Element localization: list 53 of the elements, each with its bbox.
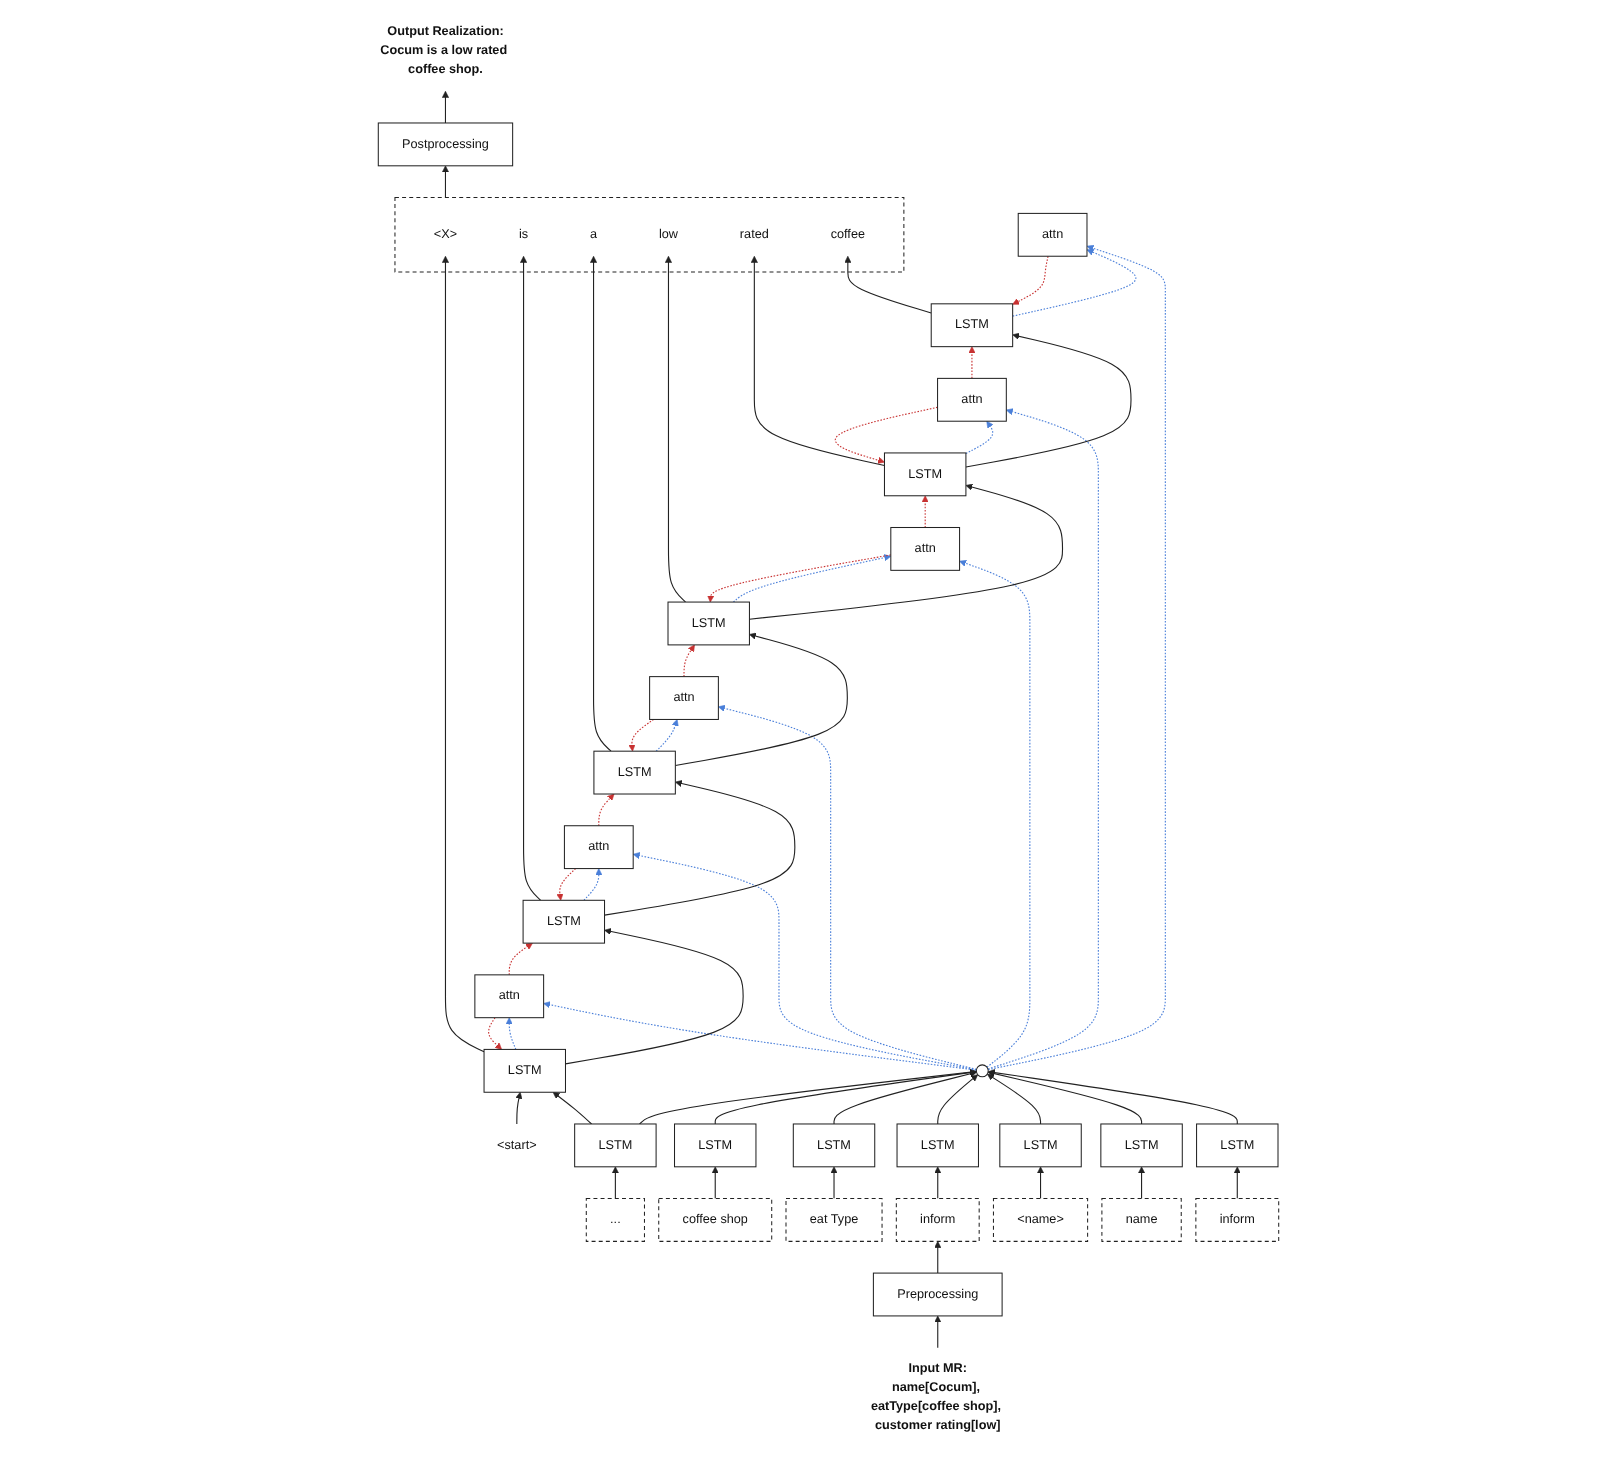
arrow [665, 255, 687, 603]
arrow [965, 420, 994, 454]
arrow [639, 1068, 978, 1125]
arrow [556, 868, 577, 901]
arrow [675, 632, 849, 767]
arrow [515, 1091, 523, 1125]
arrow [590, 255, 613, 752]
arrow [988, 1069, 1239, 1125]
arrow [656, 719, 680, 752]
arrow [683, 644, 696, 678]
arrow [712, 1166, 720, 1200]
arrow [987, 1073, 1042, 1125]
arrow [583, 868, 603, 901]
arrow [987, 408, 1100, 1070]
arrow [922, 495, 930, 529]
arrow [934, 1166, 942, 1200]
arrow [1234, 1166, 1242, 1200]
arrow [965, 332, 1133, 468]
arrow [442, 90, 450, 124]
arrow [934, 1241, 942, 1274]
dashed-output-box [394, 197, 905, 273]
arrow [934, 1315, 942, 1349]
arrow [543, 1001, 978, 1071]
arrow [612, 1166, 620, 1200]
arrow [1012, 255, 1050, 305]
arrow [488, 1017, 503, 1050]
arrow [565, 928, 745, 1065]
sum-circle [976, 1064, 990, 1078]
arrow [509, 942, 534, 976]
arrow [442, 165, 450, 199]
arrow [506, 1017, 517, 1050]
arrow [1138, 1166, 1146, 1200]
arrow [988, 1070, 1143, 1125]
arrow [442, 255, 486, 1053]
arrow [553, 1091, 593, 1125]
arrow [749, 483, 1064, 620]
arrow [1012, 249, 1137, 317]
arrow [988, 244, 1167, 1071]
arrow [628, 718, 655, 752]
arrow [604, 780, 796, 916]
arrow [937, 1074, 979, 1125]
arrow [718, 704, 978, 1070]
arrow [1037, 1166, 1045, 1200]
arrow [520, 255, 542, 901]
arrow [959, 560, 1031, 1068]
arrow [968, 346, 976, 379]
arrow [844, 255, 933, 314]
arrow [751, 255, 886, 467]
arrow [831, 1166, 838, 1200]
arrow [598, 793, 615, 827]
arrow [833, 1070, 978, 1125]
arrow [835, 406, 939, 464]
arrow [633, 852, 978, 1071]
